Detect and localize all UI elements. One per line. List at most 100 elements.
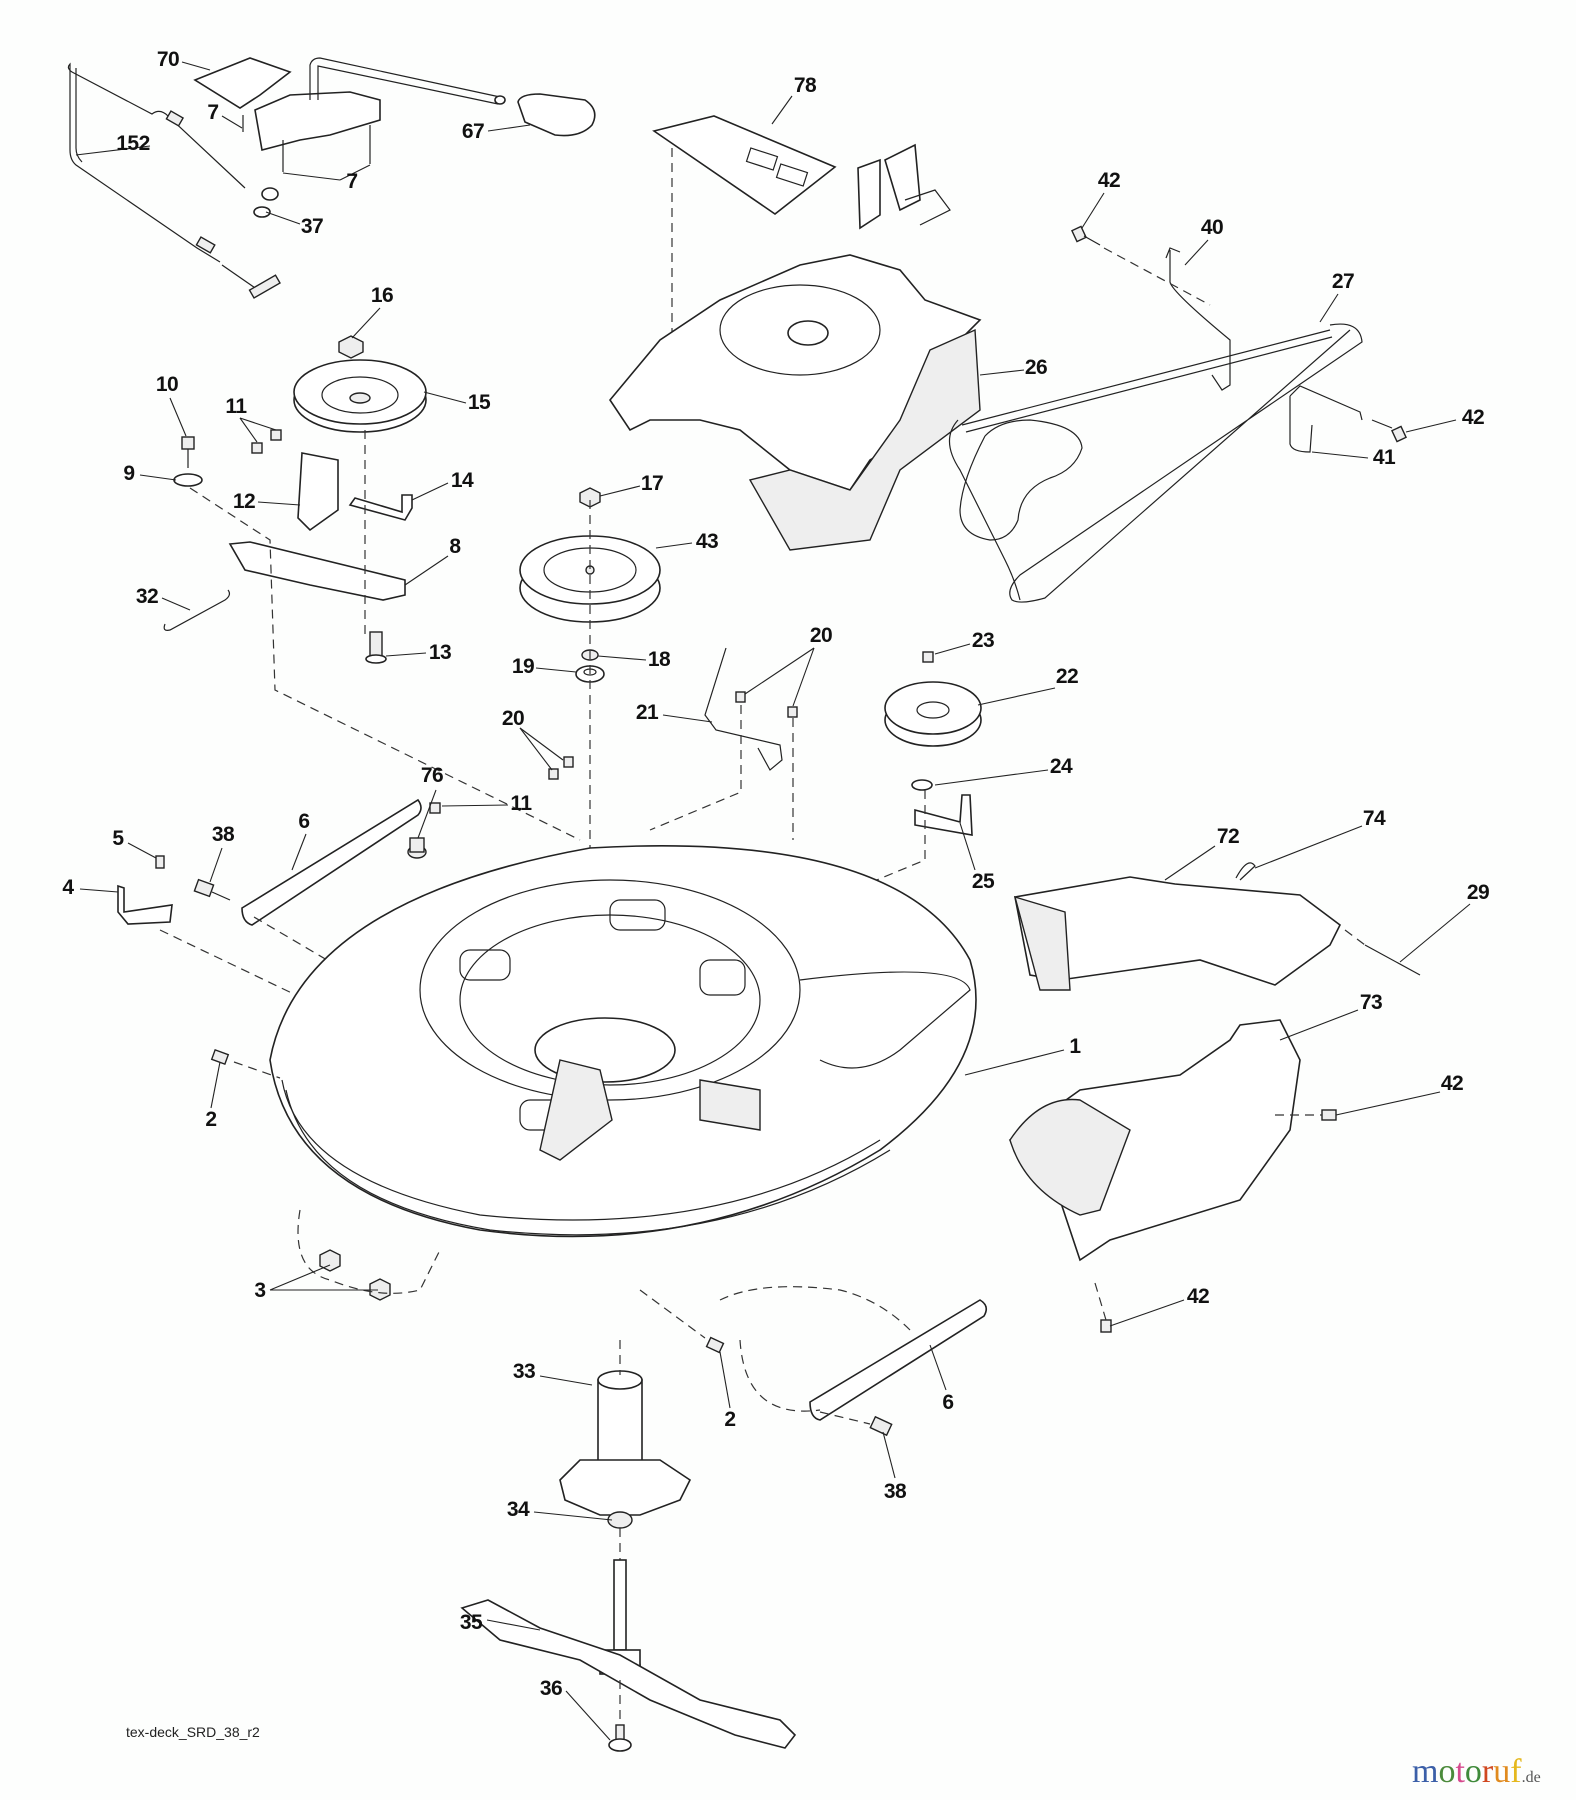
callout-engagement-cable[interactable]: 152: [116, 132, 150, 155]
washer-9: [173, 473, 203, 487]
mower-deck-housing-1: [269, 845, 977, 1238]
callout-belt-keeper[interactable]: 14: [450, 469, 474, 492]
shoulder-bolt-38b: [819, 1411, 893, 1437]
callout-belt-cover[interactable]: 26: [1024, 356, 1048, 379]
callout-control-bracket[interactable]: 70: [156, 48, 180, 71]
callout-nut[interactable]: 3: [254, 1279, 266, 1302]
callout-bolt[interactable]: 5: [112, 827, 124, 850]
watermark-letter: o: [1438, 1753, 1456, 1790]
callout-washer[interactable]: 9: [123, 462, 135, 485]
spindle-housing-33: [559, 1370, 692, 1529]
callout-bracket[interactable]: 12: [232, 490, 256, 513]
callout-spindle-housing[interactable]: 33: [512, 1360, 536, 1383]
bracket-12: [297, 452, 339, 532]
callout-belt-keeper[interactable]: 25: [971, 870, 995, 893]
callout-screw[interactable]: 42: [1097, 169, 1121, 192]
callout-bushing[interactable]: 76: [420, 764, 444, 787]
callout-link-bar[interactable]: 6: [942, 1391, 954, 1414]
watermark-letter: t: [1455, 1753, 1465, 1790]
callout-screw[interactable]: 42: [1186, 1285, 1210, 1308]
hairpin-clip-74: [1235, 862, 1256, 881]
nut-17: [579, 487, 601, 508]
callout-screw[interactable]: 7: [346, 170, 358, 193]
callout-link-bar[interactable]: 6: [298, 810, 310, 833]
callout-spacer[interactable]: 18: [647, 648, 671, 671]
callout-shoulder-bolt[interactable]: 38: [883, 1480, 907, 1503]
callout-shoulder-bolt[interactable]: 13: [428, 641, 452, 664]
spring-32: [163, 589, 231, 631]
bolts-20: [548, 691, 798, 780]
callout-bolt[interactable]: 10: [155, 373, 179, 396]
screw-42b: [1371, 419, 1407, 443]
callout-bolt[interactable]: 20: [501, 707, 525, 730]
belt-cover-plate-78: [652, 115, 837, 215]
callout-pivot-stud[interactable]: 2: [724, 1408, 736, 1431]
watermark-letter: r: [1481, 1753, 1494, 1790]
callout-spring[interactable]: 32: [135, 585, 159, 608]
callout-mower-deck-housing[interactable]: 1: [1069, 1035, 1081, 1058]
callout-bearing[interactable]: 19: [511, 655, 535, 678]
callout-nut[interactable]: 17: [640, 472, 664, 495]
callout-nut[interactable]: 16: [370, 284, 394, 307]
diagram-caption: tex-deck_SRD_38_r2: [126, 1724, 260, 1740]
blade-35: [460, 1599, 797, 1749]
nut-16: [338, 335, 364, 359]
callout-discharge-chute[interactable]: 72: [1216, 825, 1240, 848]
callout-screw[interactable]: 42: [1461, 406, 1485, 429]
leader-lines: [75, 61, 1471, 1741]
callout-spindle-shaft[interactable]: 34: [506, 1498, 530, 1521]
belt-guide-41: [1289, 385, 1363, 453]
callout-shoulder-bolt[interactable]: 38: [211, 823, 235, 846]
callout-screw[interactable]: 7: [207, 101, 219, 124]
callout-blade-bolt[interactable]: 36: [539, 1677, 563, 1700]
bushing-76: [407, 837, 427, 859]
idler-arm-8: [228, 541, 406, 601]
belt-cover-26: [609, 143, 982, 551]
callout-washer[interactable]: 37: [300, 215, 324, 238]
callout-bracket[interactable]: 4: [62, 876, 74, 899]
pin-29: [1364, 944, 1421, 976]
bolt-11b: [429, 802, 441, 814]
callout-screw[interactable]: 42: [1440, 1072, 1464, 1095]
callout-bolt[interactable]: 23: [971, 629, 995, 652]
watermark-letter: o: [1464, 1753, 1482, 1790]
link-bar-6a: [241, 798, 422, 926]
bolt-10: [181, 436, 195, 468]
discharge-chute-72: [1013, 876, 1342, 991]
callout-blade[interactable]: 35: [459, 1611, 483, 1634]
belt-keeper-25: [914, 794, 973, 836]
belt-keeper-14: [348, 494, 413, 521]
shoulder-bolt-13: [365, 631, 387, 664]
callout-pivot-stud[interactable]: 2: [205, 1108, 217, 1131]
callout-pin[interactable]: 29: [1466, 881, 1490, 904]
callout-spindle-pulley[interactable]: 43: [695, 530, 719, 553]
callout-bolt[interactable]: 11: [510, 792, 532, 815]
callout-hairpin-clip[interactable]: 74: [1362, 807, 1386, 830]
callout-chute-deflector[interactable]: 73: [1359, 991, 1383, 1014]
callout-belt-cover-plate[interactable]: 78: [793, 74, 817, 97]
watermark-logo: motoruf.de: [1412, 1752, 1541, 1798]
callout-washer[interactable]: 24: [1049, 755, 1073, 778]
callout-belt-guide[interactable]: 41: [1372, 446, 1396, 469]
watermark-text: motoruf: [1412, 1752, 1522, 1792]
belt-guide-rod-21: [704, 647, 783, 771]
callout-bolt[interactable]: 11: [225, 395, 247, 418]
shoulder-bolt-38a: [193, 878, 231, 901]
watermark-tld: .de: [1521, 1769, 1541, 1786]
callout-belt[interactable]: 27: [1331, 270, 1355, 293]
callout-lever-knob[interactable]: 67: [461, 120, 485, 143]
callout-idler-pulley[interactable]: 15: [467, 391, 491, 414]
callout-belt-guide[interactable]: 40: [1200, 216, 1224, 239]
pivot-stud-2b: [639, 1289, 725, 1354]
callout-bolt[interactable]: 20: [809, 624, 833, 647]
callout-belt-guide-rod[interactable]: 21: [635, 701, 659, 724]
bolt-23: [922, 651, 934, 663]
bracket-4: [117, 884, 173, 925]
callout-flat-idler-pulley[interactable]: 22: [1055, 665, 1079, 688]
callout-idler-arm[interactable]: 8: [449, 535, 461, 558]
screw-42a: [1071, 225, 1101, 246]
watermark-letter: u: [1493, 1753, 1511, 1790]
idler-pulley-15: [293, 359, 427, 433]
link-bar-6b: [809, 1299, 988, 1421]
